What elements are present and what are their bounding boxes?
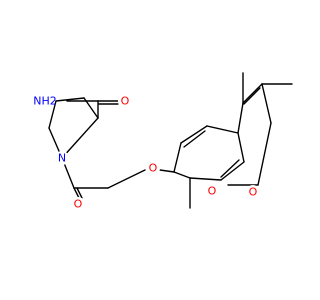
bond-line [206, 125, 239, 134]
ether-oxygen: O [146, 161, 160, 175]
ring-nitrogen-label: N [58, 152, 66, 165]
ring-oxygen-label: O [208, 185, 217, 198]
bond-line [173, 171, 191, 179]
bond-line [183, 130, 206, 148]
bond-line [237, 102, 244, 134]
nh2-label: NH2 [33, 95, 57, 108]
bond-line [173, 142, 182, 173]
atom-labels: NH2 O N O O O O [33, 92, 260, 211]
bond-line [242, 83, 263, 104]
bond-line [257, 122, 272, 186]
bond-line [189, 177, 222, 181]
nh2-group: NH2 [33, 92, 57, 110]
ring-nitrogen: N [55, 151, 69, 165]
lactone-oxygen-label: O [249, 186, 258, 199]
bond-line [73, 187, 80, 199]
molecule-structure: NH2 O N O O O O [33, 72, 293, 211]
bond-line [76, 187, 83, 199]
bond-line [220, 161, 245, 181]
ether-oxygen-label: O [149, 162, 158, 175]
acyl-oxygen-label: O [74, 198, 83, 211]
bond-line [237, 132, 245, 163]
bond-line [55, 97, 85, 102]
amide-oxygen-label: O [121, 95, 130, 108]
lactone-oxygen: O [246, 185, 260, 199]
bond-line [261, 83, 272, 124]
bond-lines [48, 72, 293, 209]
ring-oxygen: O [205, 184, 219, 198]
bond-line [220, 159, 240, 178]
amide-oxygen: O [118, 94, 132, 108]
bond-line [243, 87, 261, 105]
bond-line [61, 117, 99, 159]
bond-line [48, 100, 57, 129]
bond-line [159, 169, 175, 173]
acyl-oxygen: O [71, 197, 85, 211]
bond-line [180, 125, 208, 144]
bond-line [107, 169, 146, 189]
